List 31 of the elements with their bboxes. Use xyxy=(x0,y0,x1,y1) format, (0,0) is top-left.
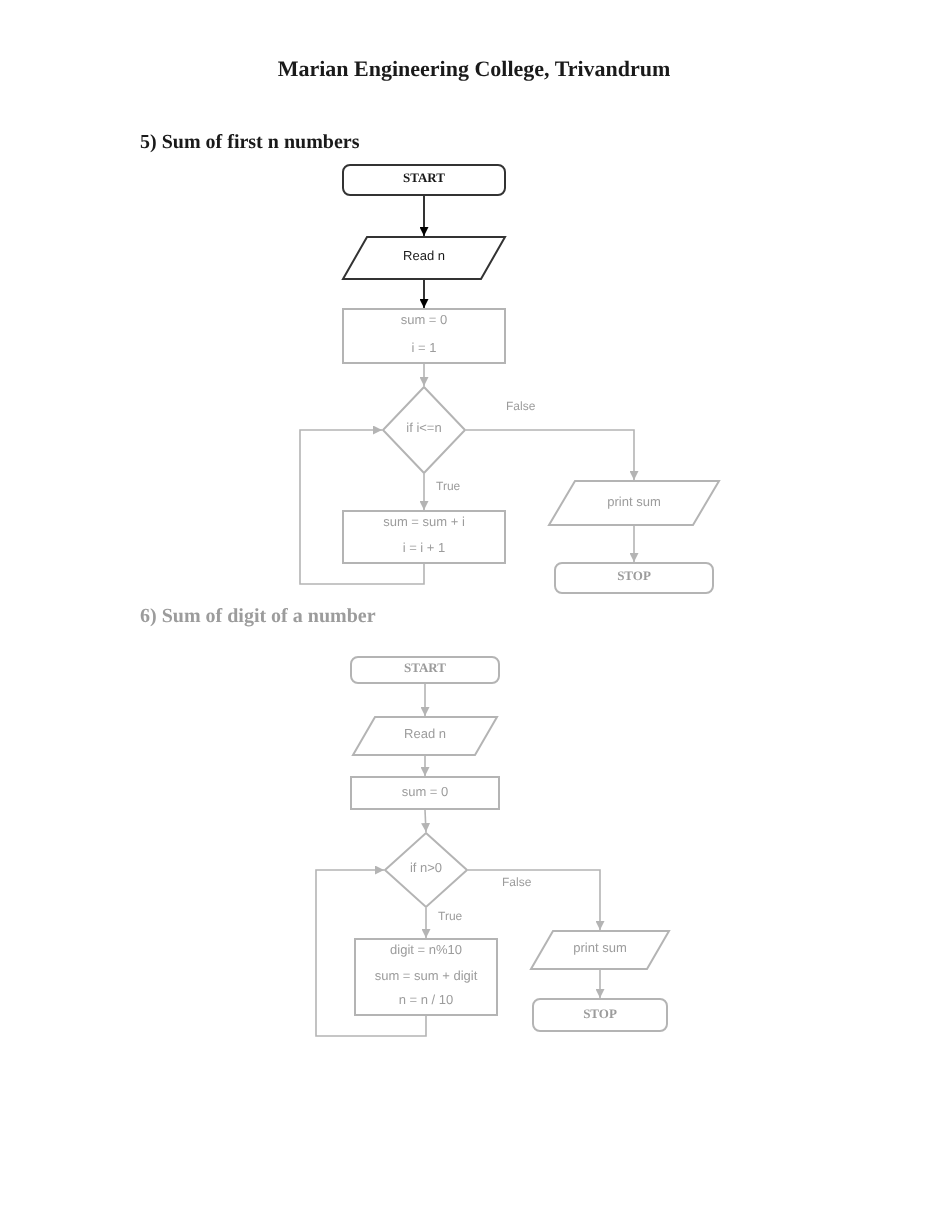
connector-arrow xyxy=(467,869,605,931)
terminal-box xyxy=(342,164,506,196)
terminal-box xyxy=(350,656,500,684)
decision-diamond xyxy=(384,832,468,908)
arrow xyxy=(629,525,639,563)
terminal-box xyxy=(532,998,668,1032)
section-heading: 5) Sum of first n numbers xyxy=(140,132,360,156)
decision-diamond xyxy=(382,386,466,474)
arrow xyxy=(595,969,605,999)
process-box xyxy=(342,510,506,564)
arrow xyxy=(419,363,429,387)
input-output-parallelogram xyxy=(352,716,498,756)
terminal-box xyxy=(554,562,714,594)
input-output-parallelogram xyxy=(548,480,720,526)
process-box xyxy=(354,938,498,1016)
page-title: Marian Engineering College, Trivandrum xyxy=(277,58,671,84)
arrow xyxy=(420,683,430,717)
arrow xyxy=(421,809,431,833)
arrow xyxy=(421,907,431,939)
arrow xyxy=(420,755,430,777)
connector-arrow xyxy=(299,425,425,585)
section-heading: 6) Sum of digit of a number xyxy=(140,606,376,630)
connector-arrow xyxy=(315,865,427,1037)
process-box xyxy=(350,776,500,810)
connector-arrow xyxy=(465,429,639,481)
input-output-parallelogram xyxy=(342,236,506,280)
arrow xyxy=(419,473,429,511)
arrow xyxy=(419,279,429,309)
arrow xyxy=(419,195,429,237)
process-box xyxy=(342,308,506,364)
input-output-parallelogram xyxy=(530,930,670,970)
